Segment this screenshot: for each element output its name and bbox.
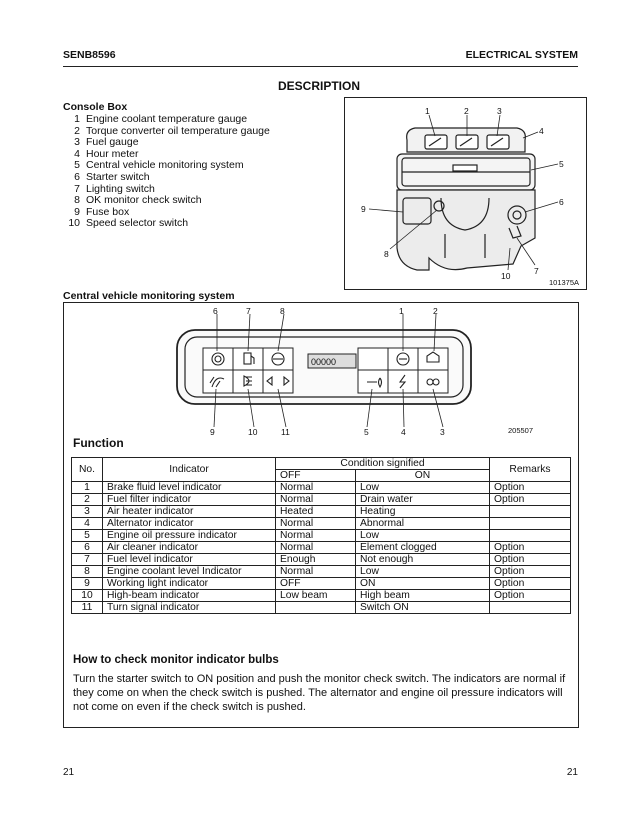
figure-callout: 7 (534, 266, 539, 276)
console-box-heading: Console Box (63, 101, 128, 113)
oil-pressure-icon (367, 377, 383, 389)
fuel-filter-icon (426, 351, 440, 363)
panel-callout: 11 (281, 427, 290, 437)
panel-callout: 2 (433, 306, 438, 316)
panel-callout: 10 (248, 427, 258, 437)
hour-meter-display: 00000 (311, 357, 336, 367)
panel-callout: 1 (399, 306, 404, 316)
figure-callout: 8 (384, 249, 389, 259)
howto-text: Turn the starter switch to ON position a… (73, 673, 566, 714)
console-box-figure: 1 2 3 4 5 6 7 8 9 10 101375A (344, 97, 587, 290)
page-number-right: 21 (566, 767, 578, 778)
figure-id: 205507 (508, 426, 533, 435)
figure-callout: 2 (464, 106, 469, 116)
working-light-icon (209, 376, 225, 388)
figure-callout: 9 (361, 204, 366, 214)
panel-callout: 9 (210, 427, 215, 437)
page-number-left: 21 (63, 767, 75, 778)
section-title: ELECTRICAL SYSTEM (465, 49, 578, 61)
monitoring-system-heading: Central vehicle monitoring system (63, 290, 235, 302)
header-rule (63, 66, 578, 67)
fuel-icon (243, 352, 255, 365)
console-box-illustration: 1 2 3 4 5 6 7 8 9 10 101375A (361, 106, 579, 287)
column-header: ON (355, 469, 490, 482)
high-beam-icon (243, 375, 252, 387)
figure-id: 101375A (549, 278, 579, 287)
panel-callout: 4 (401, 427, 406, 437)
figure-callout: 6 (559, 197, 564, 207)
air-cleaner-icon (396, 352, 410, 366)
figure-callout: 1 (425, 106, 430, 116)
column-header: No. (71, 457, 103, 482)
column-header: Condition signified (275, 457, 490, 470)
function-heading: Function (73, 436, 124, 450)
air-heater-icon (426, 378, 440, 386)
panel-callout: 3 (440, 427, 445, 437)
figure-callout: 3 (497, 106, 502, 116)
brake-fluid-icon (211, 352, 225, 366)
figure-callout: 5 (559, 159, 564, 169)
monitoring-panel-illustration: 6 7 8 1 2 9 10 11 5 4 3 00000 205507 (176, 306, 533, 437)
coolant-level-icon (271, 352, 285, 366)
column-header: OFF (275, 469, 356, 482)
panel-callout: 5 (364, 427, 369, 437)
alternator-icon (398, 374, 407, 389)
figure-callout: 10 (501, 271, 511, 281)
panel-callout: 8 (280, 306, 285, 316)
indicator-table: No. Indicator Condition signified Remark… (71, 457, 571, 614)
howto-heading: How to check monitor indicator bulbs (73, 654, 279, 666)
panel-callout: 6 (213, 306, 218, 316)
turn-signal-icon (266, 375, 290, 387)
page-title: DESCRIPTION (277, 79, 360, 93)
panel-callout: 7 (246, 306, 251, 316)
column-header: Remarks (489, 457, 571, 482)
column-header: Indicator (102, 457, 276, 482)
monitoring-system-box: 6 7 8 1 2 9 10 11 5 4 3 00000 205507 Fun… (63, 302, 579, 728)
document-id: SENB8596 (63, 49, 116, 61)
figure-callout: 4 (539, 126, 544, 136)
